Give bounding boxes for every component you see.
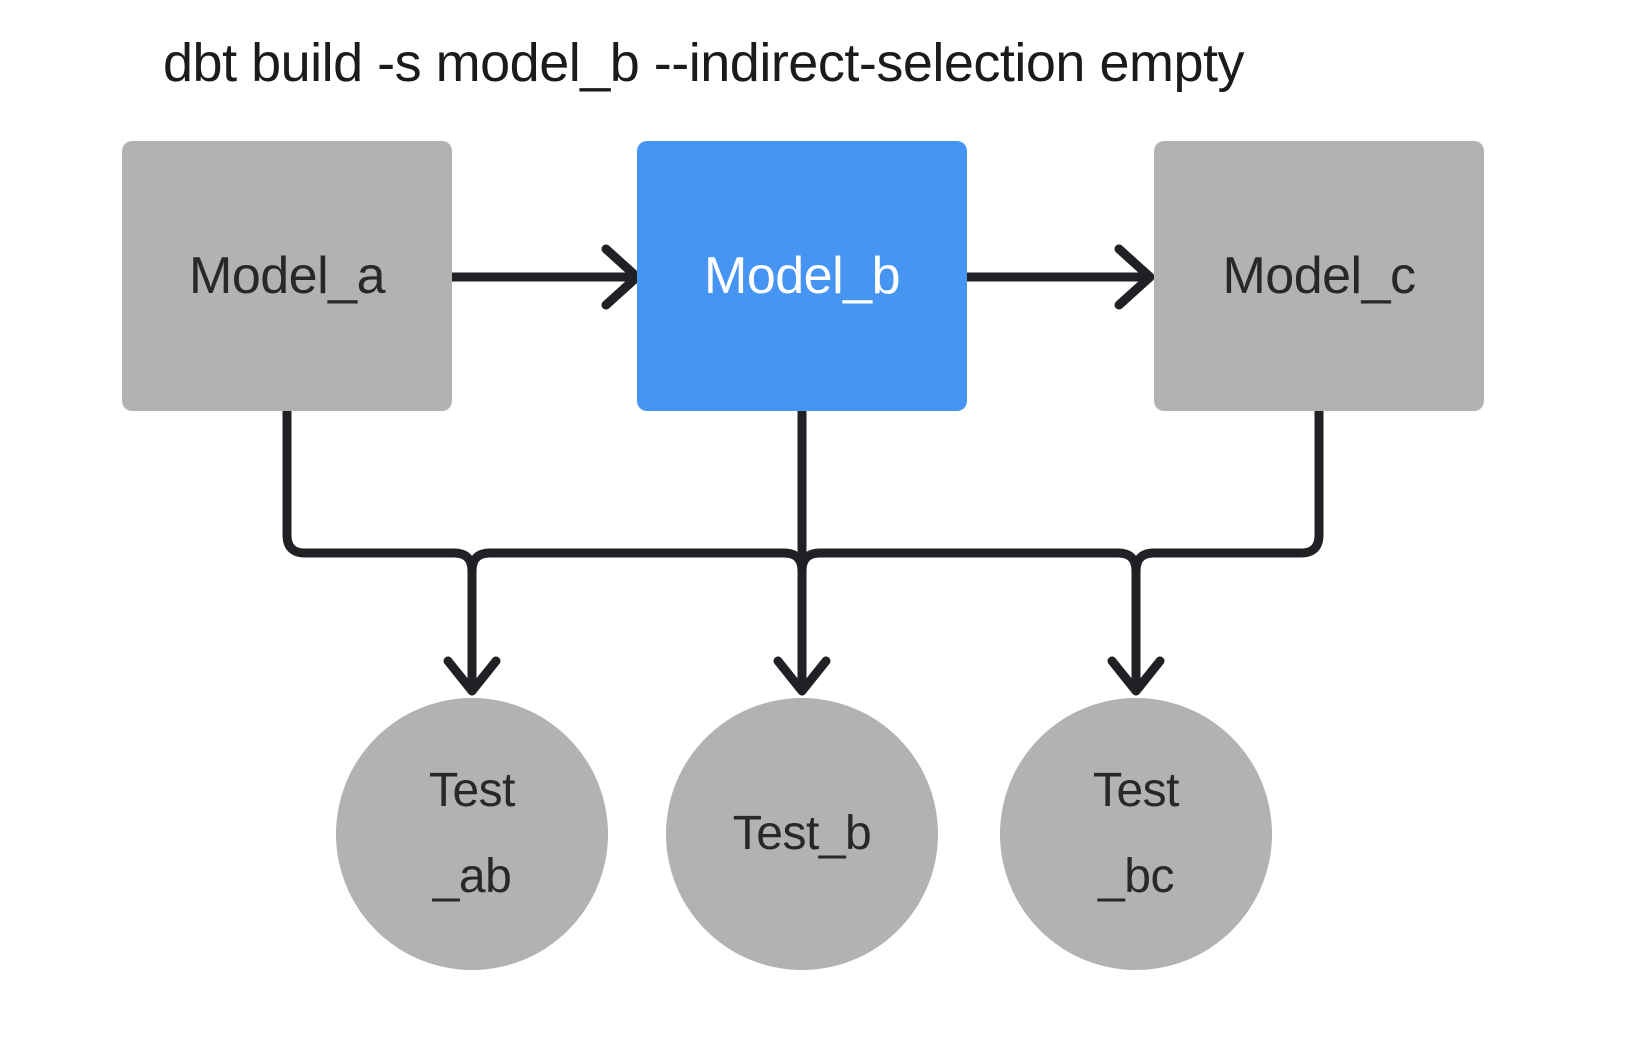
node-model-a-label: Model_a (189, 247, 385, 305)
edge-model-a-to-test-ab (282, 406, 501, 696)
node-test-bc: Test _bc (1000, 698, 1272, 970)
edge-bus-test-ab-to-model-b (467, 548, 807, 576)
edge-model-b-to-test-b (773, 406, 831, 696)
node-test-bc-label-line2: _bc (1098, 850, 1174, 903)
edge-model-a-to-model-b (447, 244, 642, 310)
node-model-b: Model_b (637, 141, 967, 411)
edge-bus-model-b-to-test-bc (797, 548, 1165, 696)
node-model-c-label: Model_c (1222, 247, 1416, 305)
node-model-c: Model_c (1154, 141, 1484, 411)
node-test-ab-label-line1: Test (428, 764, 516, 817)
node-test-bc-label-line1: Test (1092, 764, 1180, 817)
node-model-a: Model_a (122, 141, 452, 411)
diagram-title: dbt build -s model_b --indirect-selectio… (163, 33, 1245, 93)
node-test-ab: Test _ab (336, 698, 608, 970)
edge-model-b-to-model-c (962, 244, 1155, 310)
node-test-b-label-line1: Test_b (732, 807, 872, 860)
node-test-ab-label-line2: _ab (432, 850, 512, 903)
node-model-b-label: Model_b (704, 247, 900, 305)
node-test-b: Test_b (666, 698, 938, 970)
edge-bus-test-bc-to-model-c (1131, 406, 1324, 576)
